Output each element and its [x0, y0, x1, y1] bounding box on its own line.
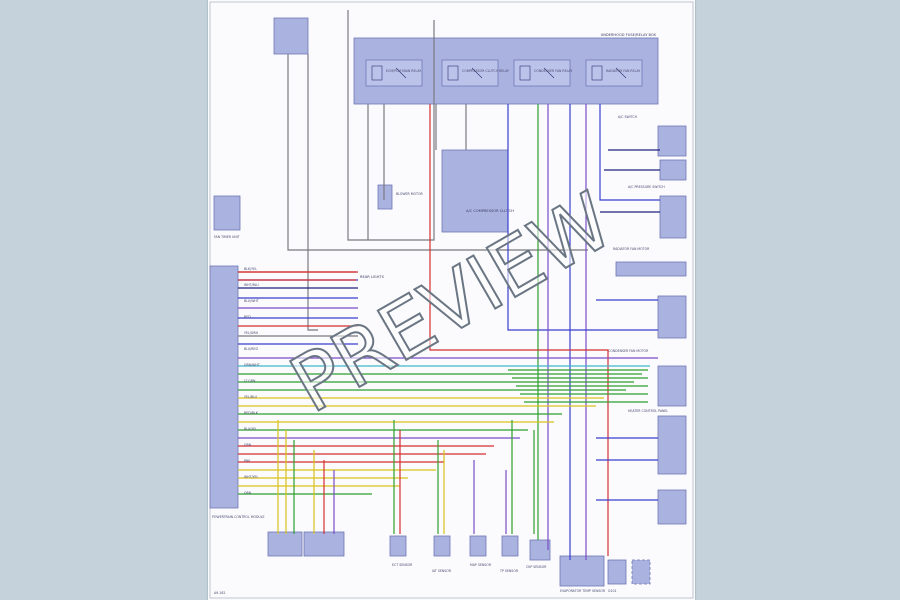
compressor-red — [429, 104, 609, 556]
compressor-label: A/C COMPRESSOR CLUTCH — [466, 209, 514, 213]
pressure-switch-label: A/C PRESSURE SWITCH — [628, 185, 665, 189]
tp-label: TP SENSOR — [499, 569, 519, 573]
iat-label: IAT SENSOR — [432, 569, 452, 573]
relay-switch-r2 — [471, 67, 483, 79]
bus-blue-2 — [599, 104, 660, 201]
ground-label: G101 — [608, 589, 617, 593]
iat-sensor-box — [433, 535, 451, 557]
cond-fan-label: CONDENSER FAN MOTOR — [608, 349, 649, 353]
wire-tag-11: GRN — [244, 443, 252, 447]
ect-sensor-box — [389, 535, 407, 557]
ecm-module — [209, 265, 239, 509]
relay-label-r4: RADIATOR FAN RELAY — [606, 69, 640, 73]
ac-relay-right — [657, 415, 687, 475]
ect-label: ECT SENSOR — [392, 563, 413, 567]
wire-tag-2: BLU/WHT — [244, 299, 259, 303]
wire-tag-13: WHT/YEL — [244, 475, 259, 479]
wire-tag-6: GRN/WHT — [244, 363, 260, 367]
relay-r3 — [513, 59, 571, 87]
wire-tag-3: RED — [244, 315, 251, 319]
wire-tag-14: ORN — [244, 491, 252, 495]
relay-group: ECM/PCM MAIN RELAY COMPRESSOR CLUTCH RELA… — [365, 59, 643, 87]
relay-switch-r3 — [543, 67, 555, 79]
fan-sensor — [213, 195, 241, 231]
pressure-switch — [659, 159, 687, 181]
wire-tag-12: PNK — [244, 459, 251, 463]
ac-switch — [657, 125, 687, 157]
fuse-feed-2 — [307, 54, 318, 331]
wire-tag-7: LT GRN — [244, 379, 256, 383]
fuse-strip — [615, 261, 687, 277]
fan-motor-label: RADIATOR FAN MOTOR — [613, 247, 650, 251]
wiring-diagram: UNDERHOOD FUSE/RELAY BOX ECM/PCM MAIN RE… — [209, 1, 694, 599]
evap-thermo-label: EVAPORATOR TEMP SENSOR — [560, 589, 606, 593]
wire-tag-10: BLU/YEL — [244, 427, 257, 431]
relay-label-r2: COMPRESSOR CLUTCH RELAY — [462, 69, 509, 73]
wire-tag-9: RED/BLK — [244, 411, 259, 415]
wiring-diagram-sheet: UNDERHOOD FUSE/RELAY BOX ECM/PCM MAIN RE… — [208, 0, 695, 600]
wire-tag-5: BLU/RED — [244, 347, 258, 351]
fuse-feed-1 — [287, 54, 588, 251]
relay-coil-r2 — [447, 65, 459, 81]
page-number: A9-162 — [214, 591, 225, 595]
relay-coil-r1 — [371, 65, 383, 81]
ground-box — [607, 559, 627, 585]
heater-control-label: HEATER CONTROL PANEL — [628, 409, 668, 413]
relay-coil-r3 — [519, 65, 531, 81]
blower-motor — [377, 184, 393, 210]
cond-feed — [507, 104, 658, 331]
rear-lights-label: REAR LIGHTS — [360, 275, 385, 279]
connector-b1 — [267, 531, 303, 557]
fuse-box-small — [273, 17, 309, 55]
wire-tag-0: BLK/YEL — [244, 267, 257, 271]
connector-b2 — [303, 531, 345, 557]
outer-loop — [347, 10, 435, 241]
blower-label: BLOWER MOTOR — [396, 192, 423, 196]
relay-switch-r4 — [615, 67, 627, 79]
wire-tag-group: BLK/YEL WHT/BLU BLU/WHT RED YEL/GRN BLU/RED GR… — [244, 267, 260, 495]
map-sensor-box — [469, 535, 487, 557]
map-label: MAP SENSOR — [470, 563, 492, 567]
ecm-label: POWERTRAIN CONTROL MODULE — [212, 515, 265, 519]
wire-tag-4: YEL/GRN — [244, 331, 258, 335]
fan-timer-label: FAN TIMER UNIT — [214, 235, 240, 239]
wire-tag-1: WHT/BLU — [244, 283, 259, 287]
relay-r2 — [441, 59, 499, 87]
compressor-box — [441, 149, 509, 233]
radiator-fan-motor — [659, 195, 687, 239]
relay-label-r1: ECM/PCM MAIN RELAY — [386, 69, 421, 73]
relay-label-r3: CONDENSER FAN RELAY — [534, 69, 572, 73]
relay-coil-r4 — [591, 65, 603, 81]
relay-r4 — [585, 59, 643, 87]
relay-r1 — [365, 59, 423, 87]
condenser-fan-motor — [657, 295, 687, 339]
bottom-connectors — [267, 531, 651, 587]
tp-sensor-box — [501, 535, 519, 557]
evap-thermo-box — [559, 555, 605, 587]
wire-tag-8: YEL/BLU — [244, 395, 258, 399]
ckp-label: CKP SENSOR — [526, 565, 547, 569]
wire-group — [238, 10, 660, 560]
relay-switch-r1 — [395, 67, 407, 79]
ac-switch-label: A/C SWITCH — [618, 115, 638, 119]
relay-box-label: UNDERHOOD FUSE/RELAY BOX — [601, 33, 657, 37]
dashed-box — [631, 559, 651, 585]
ckp-sensor-box — [529, 539, 551, 561]
evap-sensor-box — [657, 489, 687, 525]
heater-control-panel — [657, 365, 687, 407]
